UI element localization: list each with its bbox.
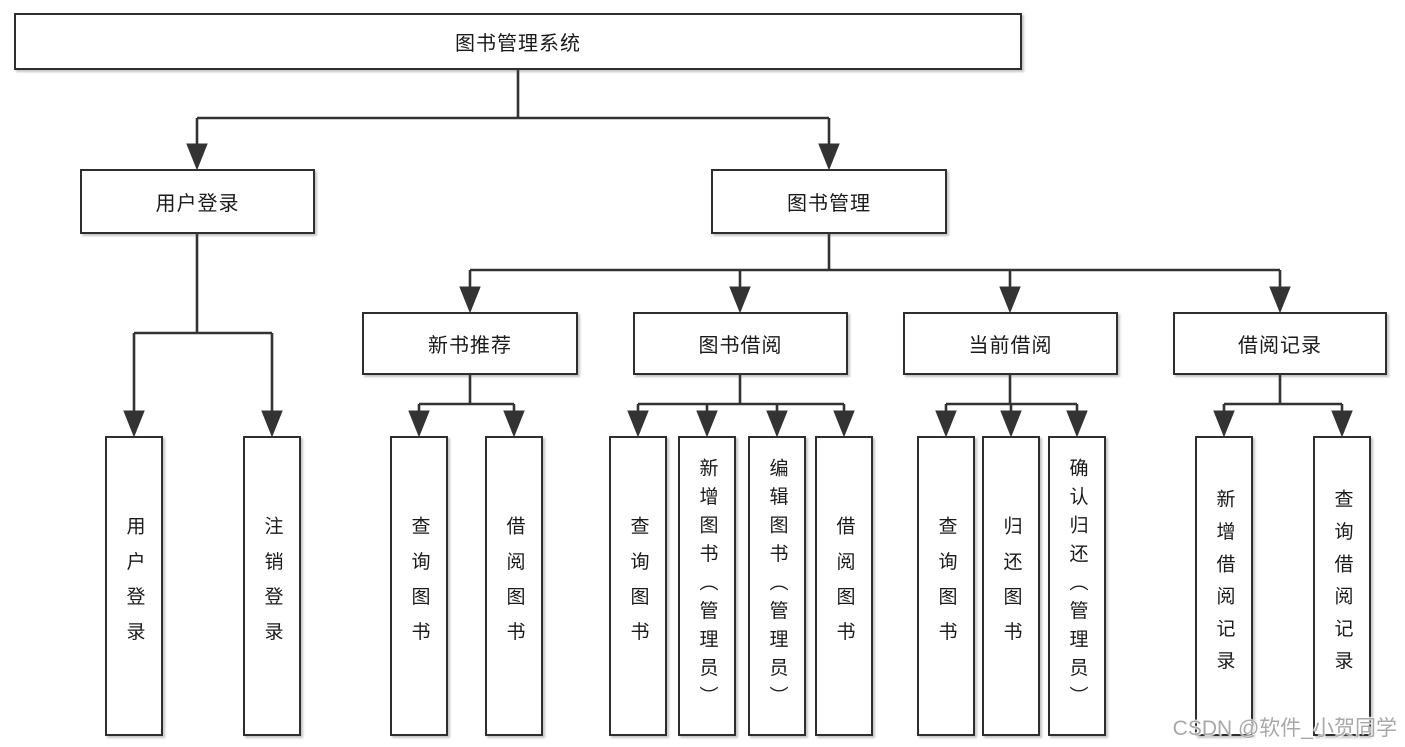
csdn-watermark: CSDN @软件_小贺同学	[1172, 717, 1397, 740]
node-book-borrow: 图书借阅	[633, 312, 848, 375]
node-leaf-logout: 注销登录	[243, 436, 301, 736]
node-leaf-query-books-3: 查询图书	[917, 436, 975, 736]
node-leaf-add-borrow-record: 新增借阅记录	[1195, 436, 1253, 736]
node-root-system: 图书管理系统	[14, 13, 1022, 70]
node-user-login-module: 用户登录	[80, 169, 315, 234]
node-borrow-records: 借阅记录	[1173, 312, 1387, 375]
node-leaf-confirm-return-admin: 确认归还（管理员）	[1048, 436, 1106, 736]
tree-edges	[132, 70, 1344, 416]
node-leaf-query-borrow-record: 查询借阅记录	[1313, 436, 1371, 736]
node-new-book-recommend: 新书推荐	[362, 312, 578, 375]
node-leaf-add-books-admin: 新增图书（管理员）	[678, 436, 736, 736]
node-leaf-borrow-books-2: 借阅图书	[815, 436, 873, 736]
node-leaf-query-books-1: 查询图书	[390, 436, 448, 736]
node-leaf-query-books-2: 查询图书	[609, 436, 667, 736]
node-book-management-module: 图书管理	[711, 169, 947, 234]
node-leaf-user-login: 用户登录	[105, 436, 163, 736]
node-leaf-edit-books-admin: 编辑图书（管理员）	[748, 436, 806, 736]
arrowhead-icons	[123, 143, 1353, 438]
node-leaf-borrow-books-1: 借阅图书	[485, 436, 543, 736]
node-current-borrow: 当前借阅	[903, 312, 1118, 375]
node-leaf-return-books: 归还图书	[982, 436, 1040, 736]
